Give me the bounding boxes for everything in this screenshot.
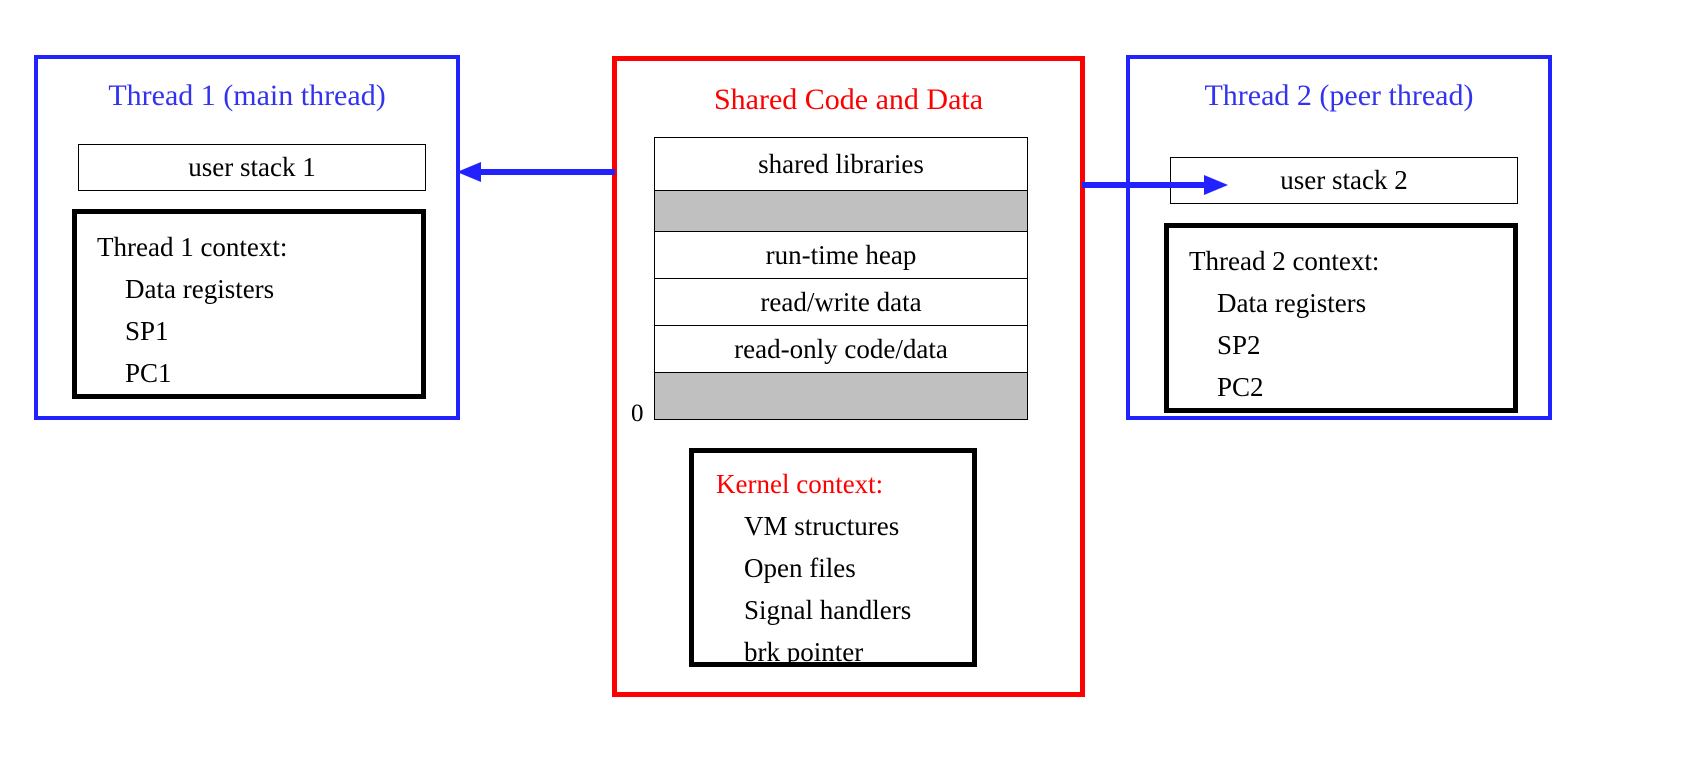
thread1-context-item-1: SP1	[125, 316, 169, 346]
kernel-context-item-2: Signal handlers	[744, 595, 912, 625]
thread2-user-stack-box: user stack 2	[1170, 157, 1518, 204]
shared-code-and-data-panel: Shared Code and Data shared libraries ru…	[612, 56, 1085, 697]
memory-band-gap-upper	[654, 190, 1028, 232]
thread2-panel: Thread 2 (peer thread) user stack 2 Thre…	[1126, 55, 1552, 420]
thread2-title: Thread 2 (peer thread)	[1204, 79, 1474, 112]
thread2-context-list: Thread 2 context: Data registers SP2 PC2	[1189, 240, 1509, 408]
memory-layout-stack: shared libraries run-time heap read/writ…	[654, 137, 1028, 420]
kernel-context-item-0: VM structures	[744, 511, 900, 541]
thread2-context-item-2: PC2	[1217, 372, 1264, 402]
kernel-context-item-3: brk pointer	[744, 637, 864, 667]
memory-band-read-only-code-data: read-only code/data	[654, 325, 1028, 373]
thread1-context-heading: Thread 1 context:	[97, 232, 288, 262]
thread2-context-item-0: Data registers	[1217, 288, 1367, 318]
shared-to-thread2-arrow	[1082, 175, 1228, 195]
thread1-title: Thread 1 (main thread)	[108, 79, 386, 112]
thread1-context-box: Thread 1 context: Data registers SP1 PC1	[72, 209, 426, 399]
thread2-context-box: Thread 2 context: Data registers SP2 PC2	[1164, 223, 1518, 413]
thread1-context-item-0: Data registers	[125, 274, 275, 304]
memory-band-shared-libraries: shared libraries	[654, 137, 1028, 191]
shared-panel-title: Shared Code and Data	[713, 83, 984, 116]
memory-band-run-time-heap: run-time heap	[654, 231, 1028, 279]
memory-band-gap-lower	[654, 372, 1028, 420]
kernel-context-heading: Kernel context:	[716, 469, 884, 499]
zero-address-label: 0	[631, 400, 644, 427]
kernel-context-item-1: Open files	[744, 553, 856, 583]
thread1-panel: Thread 1 (main thread) user stack 1 Thre…	[34, 55, 460, 420]
thread1-context-item-2: PC1	[125, 358, 172, 388]
thread2-context-item-1: SP2	[1217, 330, 1261, 360]
kernel-context-list: Kernel context: VM structures Open files…	[716, 463, 968, 673]
memory-band-read-write-data: read/write data	[654, 278, 1028, 326]
thread2-context-heading: Thread 2 context:	[1189, 246, 1380, 276]
thread1-user-stack-box: user stack 1	[78, 144, 426, 191]
thread1-context-list: Thread 1 context: Data registers SP1 PC1	[97, 226, 417, 394]
shared-to-thread1-arrow	[457, 162, 615, 182]
kernel-context-box: Kernel context: VM structures Open files…	[689, 448, 977, 667]
